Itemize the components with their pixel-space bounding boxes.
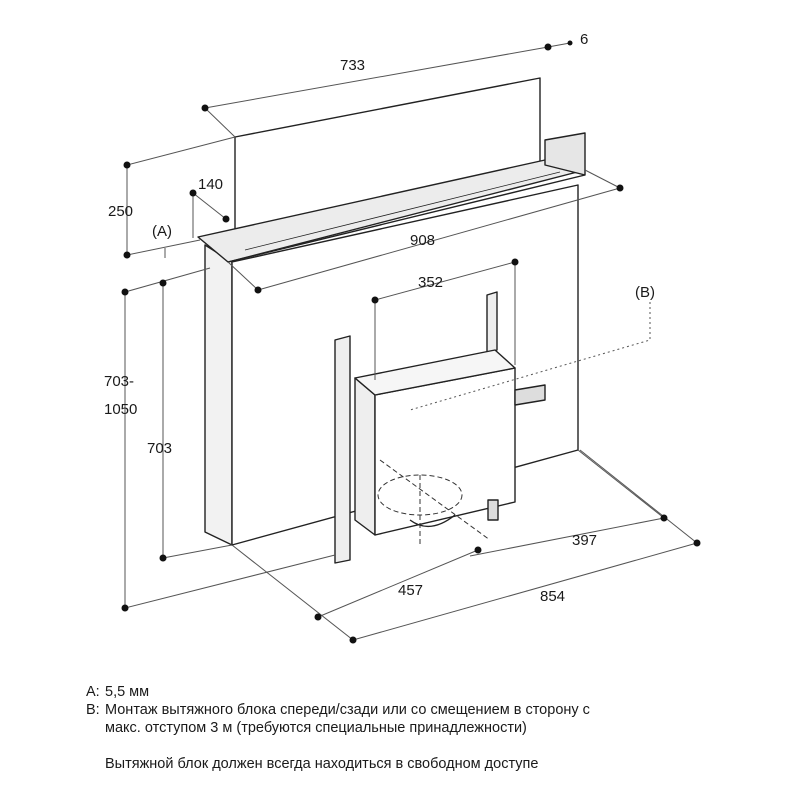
mark-a: (A) <box>152 223 172 240</box>
note-a: A: 5,5 мм <box>86 683 590 701</box>
legend-notes: A: 5,5 мм B: Монтаж вытяжного блока спер… <box>86 683 590 773</box>
dim-140: 140 <box>198 176 223 193</box>
dimension-lines <box>124 42 698 641</box>
fan-unit-side <box>354 377 376 536</box>
dim-854: 854 <box>540 588 565 605</box>
dim-352: 352 <box>418 274 443 291</box>
note-b-line2: макс. отступом 3 м (требуются специальны… <box>105 720 527 736</box>
dim-703-1050: 703- <box>104 373 134 390</box>
dim-250: 250 <box>108 203 133 220</box>
mounting-bar-left <box>334 335 351 564</box>
dim-703: 703 <box>147 440 172 457</box>
note-b-key: B: <box>86 702 100 718</box>
mark-b: (B) <box>635 284 655 301</box>
connector <box>514 384 546 406</box>
dim-733: 733 <box>340 57 365 74</box>
dim-908: 908 <box>410 232 435 249</box>
dimension-dots <box>121 40 701 644</box>
note-footer: Вытяжной блок должен всегда находиться в… <box>105 756 539 772</box>
rail-end-cap <box>544 132 586 176</box>
note-a-key: A: <box>86 684 100 700</box>
mounting-bar-right <box>486 291 498 354</box>
dim-703-1050-b: 1050 <box>104 401 137 418</box>
note-b-line1: Монтаж вытяжного блока спереди/сзади или… <box>105 702 590 718</box>
cabinet-side <box>204 244 233 546</box>
outlet-outline <box>377 459 491 545</box>
dim-6: 6 <box>580 31 588 48</box>
fan-unit-top <box>354 349 516 396</box>
note-a-text: 5,5 мм <box>105 684 150 700</box>
fan-unit-foot <box>487 499 499 521</box>
dim-397: 397 <box>572 532 597 549</box>
note-b: B: Монтаж вытяжного блока спереди/сзади … <box>86 701 590 737</box>
dim-457: 457 <box>398 582 423 599</box>
